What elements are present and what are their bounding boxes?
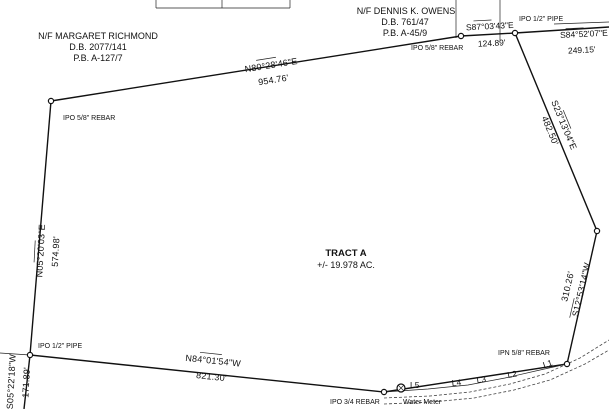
sw-offsite-bearing: S05°22'18"W bbox=[5, 353, 18, 409]
road-lines bbox=[383, 339, 609, 405]
richmond-plat: P.B. A-127/7 bbox=[73, 53, 122, 63]
monument-nodes bbox=[26, 29, 601, 396]
line-label-l2: L2 bbox=[507, 368, 518, 380]
south-distance: 821.30' bbox=[196, 370, 228, 383]
south-rebar-monument bbox=[380, 388, 388, 396]
east-corner-monument bbox=[593, 227, 601, 235]
line-label-l4: L4 bbox=[451, 377, 462, 388]
nw-corner-monument bbox=[47, 97, 55, 105]
line-label-l1: L1 bbox=[542, 357, 554, 370]
sw-monument-label: IPO 1/2" PIPE bbox=[38, 343, 82, 350]
ne-short-bearing: S87°03'43"E bbox=[466, 20, 515, 33]
owens-name: N/F DENNIS K. OWENS bbox=[357, 6, 456, 16]
tract-boundary bbox=[0, 26, 609, 409]
sw-offsite-distance: 171.89' bbox=[20, 367, 32, 398]
se-monument-label: IPN 5/8" REBAR bbox=[498, 350, 550, 357]
west-distance: 574.98' bbox=[50, 236, 62, 267]
south-monument-label: IPO 3/4 REBAR bbox=[330, 399, 380, 406]
owens-deed: D.B. 761/47 bbox=[381, 17, 429, 27]
ne-short-distance: 124.89' bbox=[478, 37, 506, 48]
nw-monument-label: IPO 5/8" REBAR bbox=[63, 115, 115, 122]
ne-offsite-bearing: S84°52'07"E bbox=[560, 28, 609, 41]
ne-pipe-label: IPO 1/2" PIPE bbox=[519, 16, 563, 23]
south-bearing: N84°01'54"W bbox=[185, 353, 242, 369]
ne-pipe-monument bbox=[511, 29, 519, 37]
ne-rebar-monument bbox=[457, 32, 465, 40]
tract-area: +/- 19.978 AC. bbox=[317, 260, 375, 270]
west-bearing: N05°20'03"E bbox=[34, 224, 47, 278]
richmond-name: N/F MARGARET RICHMOND bbox=[38, 31, 158, 41]
sw-pipe-monument bbox=[26, 351, 34, 359]
line-label-l5: L5 bbox=[410, 380, 420, 390]
partial-table-box bbox=[155, 0, 291, 9]
line-label-l3: L3 bbox=[476, 374, 487, 385]
north-bearing: N80°28'46"E bbox=[244, 56, 298, 74]
east2-bearing: S12°53'14"W bbox=[570, 261, 592, 317]
owens-plat: P.B. A-45/9 bbox=[383, 28, 427, 38]
tract-name: TRACT A bbox=[325, 248, 366, 259]
se-rebar-monument bbox=[563, 360, 571, 368]
north-distance: 954.76' bbox=[257, 73, 289, 88]
ne-offsite-distance: 249.15' bbox=[568, 44, 596, 55]
ne-rebar-label: IPO 5/8" REBAR bbox=[411, 45, 463, 52]
richmond-deed: D.B. 2077/141 bbox=[69, 42, 127, 52]
water-meter-label: Water Meter bbox=[403, 399, 442, 406]
